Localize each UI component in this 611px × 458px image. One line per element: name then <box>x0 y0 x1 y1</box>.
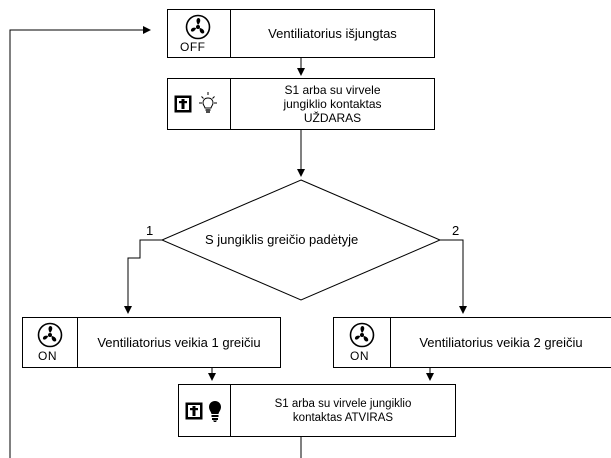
switch-icon <box>174 95 192 113</box>
switch-open-text-line1: S1 arba su virvele jungiklio <box>274 397 412 410</box>
switch-closed-text-line3: UŽDARAS <box>303 111 362 125</box>
connector-branch-1 <box>124 239 162 314</box>
switch-open-text-line2: kontaktas ATVIRAS <box>292 411 394 424</box>
switch-open-text: S1 arba su virvele jungiklio kontaktas A… <box>231 385 455 436</box>
fan-speed2-state-label: ON <box>350 349 369 363</box>
fan-speed1-state-label: ON <box>38 349 57 363</box>
decision-diamond <box>160 179 442 301</box>
decision-text: S jungiklis greičio padėtyje <box>205 232 359 247</box>
fan-speed1-box: ON Ventiliatorius veikia 1 greičiu <box>22 317 281 368</box>
fan-icon <box>349 322 375 348</box>
switch-closed-icon-cell <box>168 79 231 129</box>
fan-speed2-icon-cell: ON <box>334 318 391 367</box>
lamp-on-icon <box>209 401 221 422</box>
fan-icon <box>185 14 211 40</box>
fan-off-icon-cell: OFF <box>168 10 231 57</box>
switch-closed-text: S1 arba su virvele jungiklio kontaktas U… <box>231 79 434 129</box>
lamp-off-icon <box>199 92 217 113</box>
branch-label-2: 2 <box>452 223 460 238</box>
fan-off-box: OFF Ventiliatorius išjungtas <box>167 9 435 58</box>
switch-open-box: S1 arba su virvele jungiklio kontaktas A… <box>178 384 456 437</box>
fan-off-text: Ventiliatorius išjungtas <box>268 25 397 41</box>
connector-branch-2 <box>440 239 467 314</box>
fan-speed2-text: Ventiliatorius veikia 2 greičiu <box>419 334 583 350</box>
branch-label-1: 1 <box>146 223 154 238</box>
switch-closed-text-line2: jungiklio kontaktas <box>283 97 382 111</box>
switch-closed-text-line1: S1 arba su virvele <box>284 83 381 97</box>
fan-speed1-icon-cell: ON <box>23 318 78 367</box>
switch-open-icon-cell <box>179 385 231 436</box>
fan-off-state-label: OFF <box>180 40 206 54</box>
fan-speed1-text: Ventiliatorius veikia 1 greičiu <box>97 334 261 350</box>
fan-icon <box>37 322 63 348</box>
fan-speed2-box: ON Ventiliatorius veikia 2 greičiu <box>333 317 611 368</box>
loop-back-connector <box>9 26 151 458</box>
switch-icon <box>185 402 203 420</box>
switch-closed-box: S1 arba su virvele jungiklio kontaktas U… <box>167 78 435 130</box>
